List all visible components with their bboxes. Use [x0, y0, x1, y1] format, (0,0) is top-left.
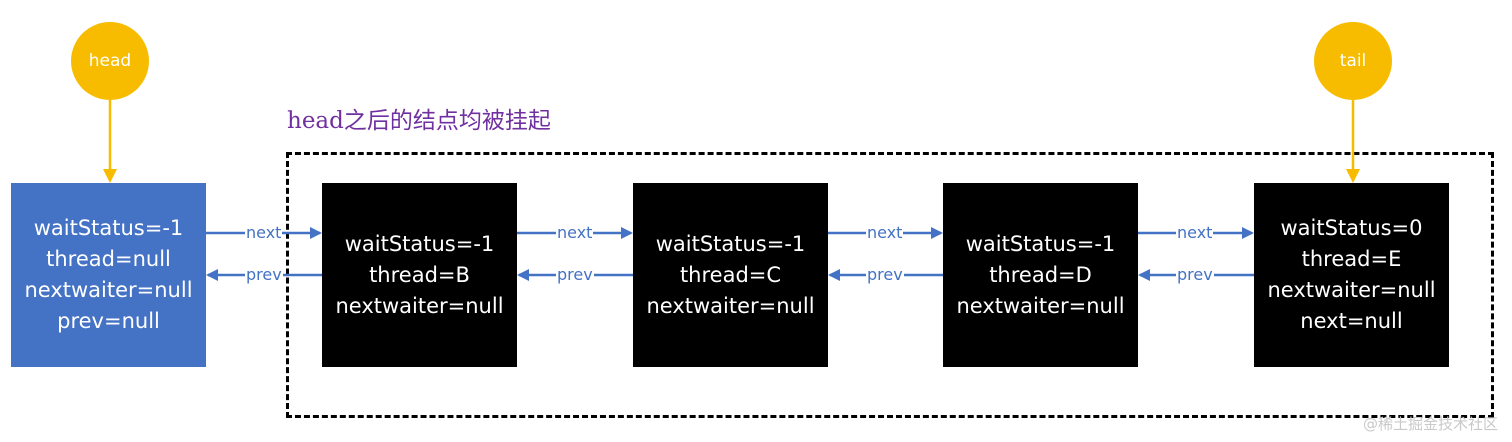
node-field: waitStatus=-1: [965, 231, 1116, 256]
next-label-3: next: [866, 223, 904, 242]
node-field: nextwaiter=null: [956, 293, 1125, 318]
watermark: @稀土掘金技术社区: [1362, 415, 1498, 433]
node-field: waitStatus=-1: [655, 231, 806, 256]
node-head: waitStatus=-1 thread=null nextwaiter=nul…: [11, 183, 206, 367]
tail-pointer: tail: [1314, 22, 1392, 100]
node-field: thread=B: [369, 262, 470, 287]
node-field: thread=D: [989, 262, 1092, 287]
node-field: waitStatus=0: [1280, 216, 1423, 240]
suspended-nodes-group: [286, 152, 1494, 418]
node-field: nextwaiter=null: [646, 293, 815, 318]
prev-label-4: prev: [1176, 265, 1214, 284]
node-field: nextwaiter=null: [1267, 278, 1436, 302]
node-field: prev=null: [57, 309, 160, 333]
node-field: waitStatus=-1: [33, 216, 184, 240]
prev-label-3: prev: [866, 265, 904, 284]
node-c: waitStatus=-1 thread=C nextwaiter=null: [633, 183, 828, 367]
node-field: waitStatus=-1: [344, 231, 495, 256]
tail-pointer-label: tail: [1339, 51, 1367, 71]
node-field: next=null: [1300, 309, 1403, 333]
head-pointer-label: head: [88, 51, 132, 71]
suspended-group-caption: head之后的结点均被挂起: [287, 108, 551, 134]
next-label-2: next: [556, 223, 594, 242]
node-field: thread=E: [1301, 247, 1402, 271]
next-label-4: next: [1176, 223, 1214, 242]
node-d: waitStatus=-1 thread=D nextwaiter=null: [943, 183, 1138, 367]
prev-label-2: prev: [556, 265, 594, 284]
node-field: thread=C: [679, 262, 782, 287]
prev-label-1: prev: [245, 265, 283, 284]
next-label-1: next: [245, 223, 283, 242]
head-pointer: head: [71, 22, 149, 100]
node-b: waitStatus=-1 thread=B nextwaiter=null: [322, 183, 517, 367]
node-field: thread=null: [46, 247, 171, 271]
node-field: nextwaiter=null: [24, 278, 193, 302]
node-field: nextwaiter=null: [335, 293, 504, 318]
node-tail: waitStatus=0 thread=E nextwaiter=null ne…: [1254, 183, 1449, 367]
